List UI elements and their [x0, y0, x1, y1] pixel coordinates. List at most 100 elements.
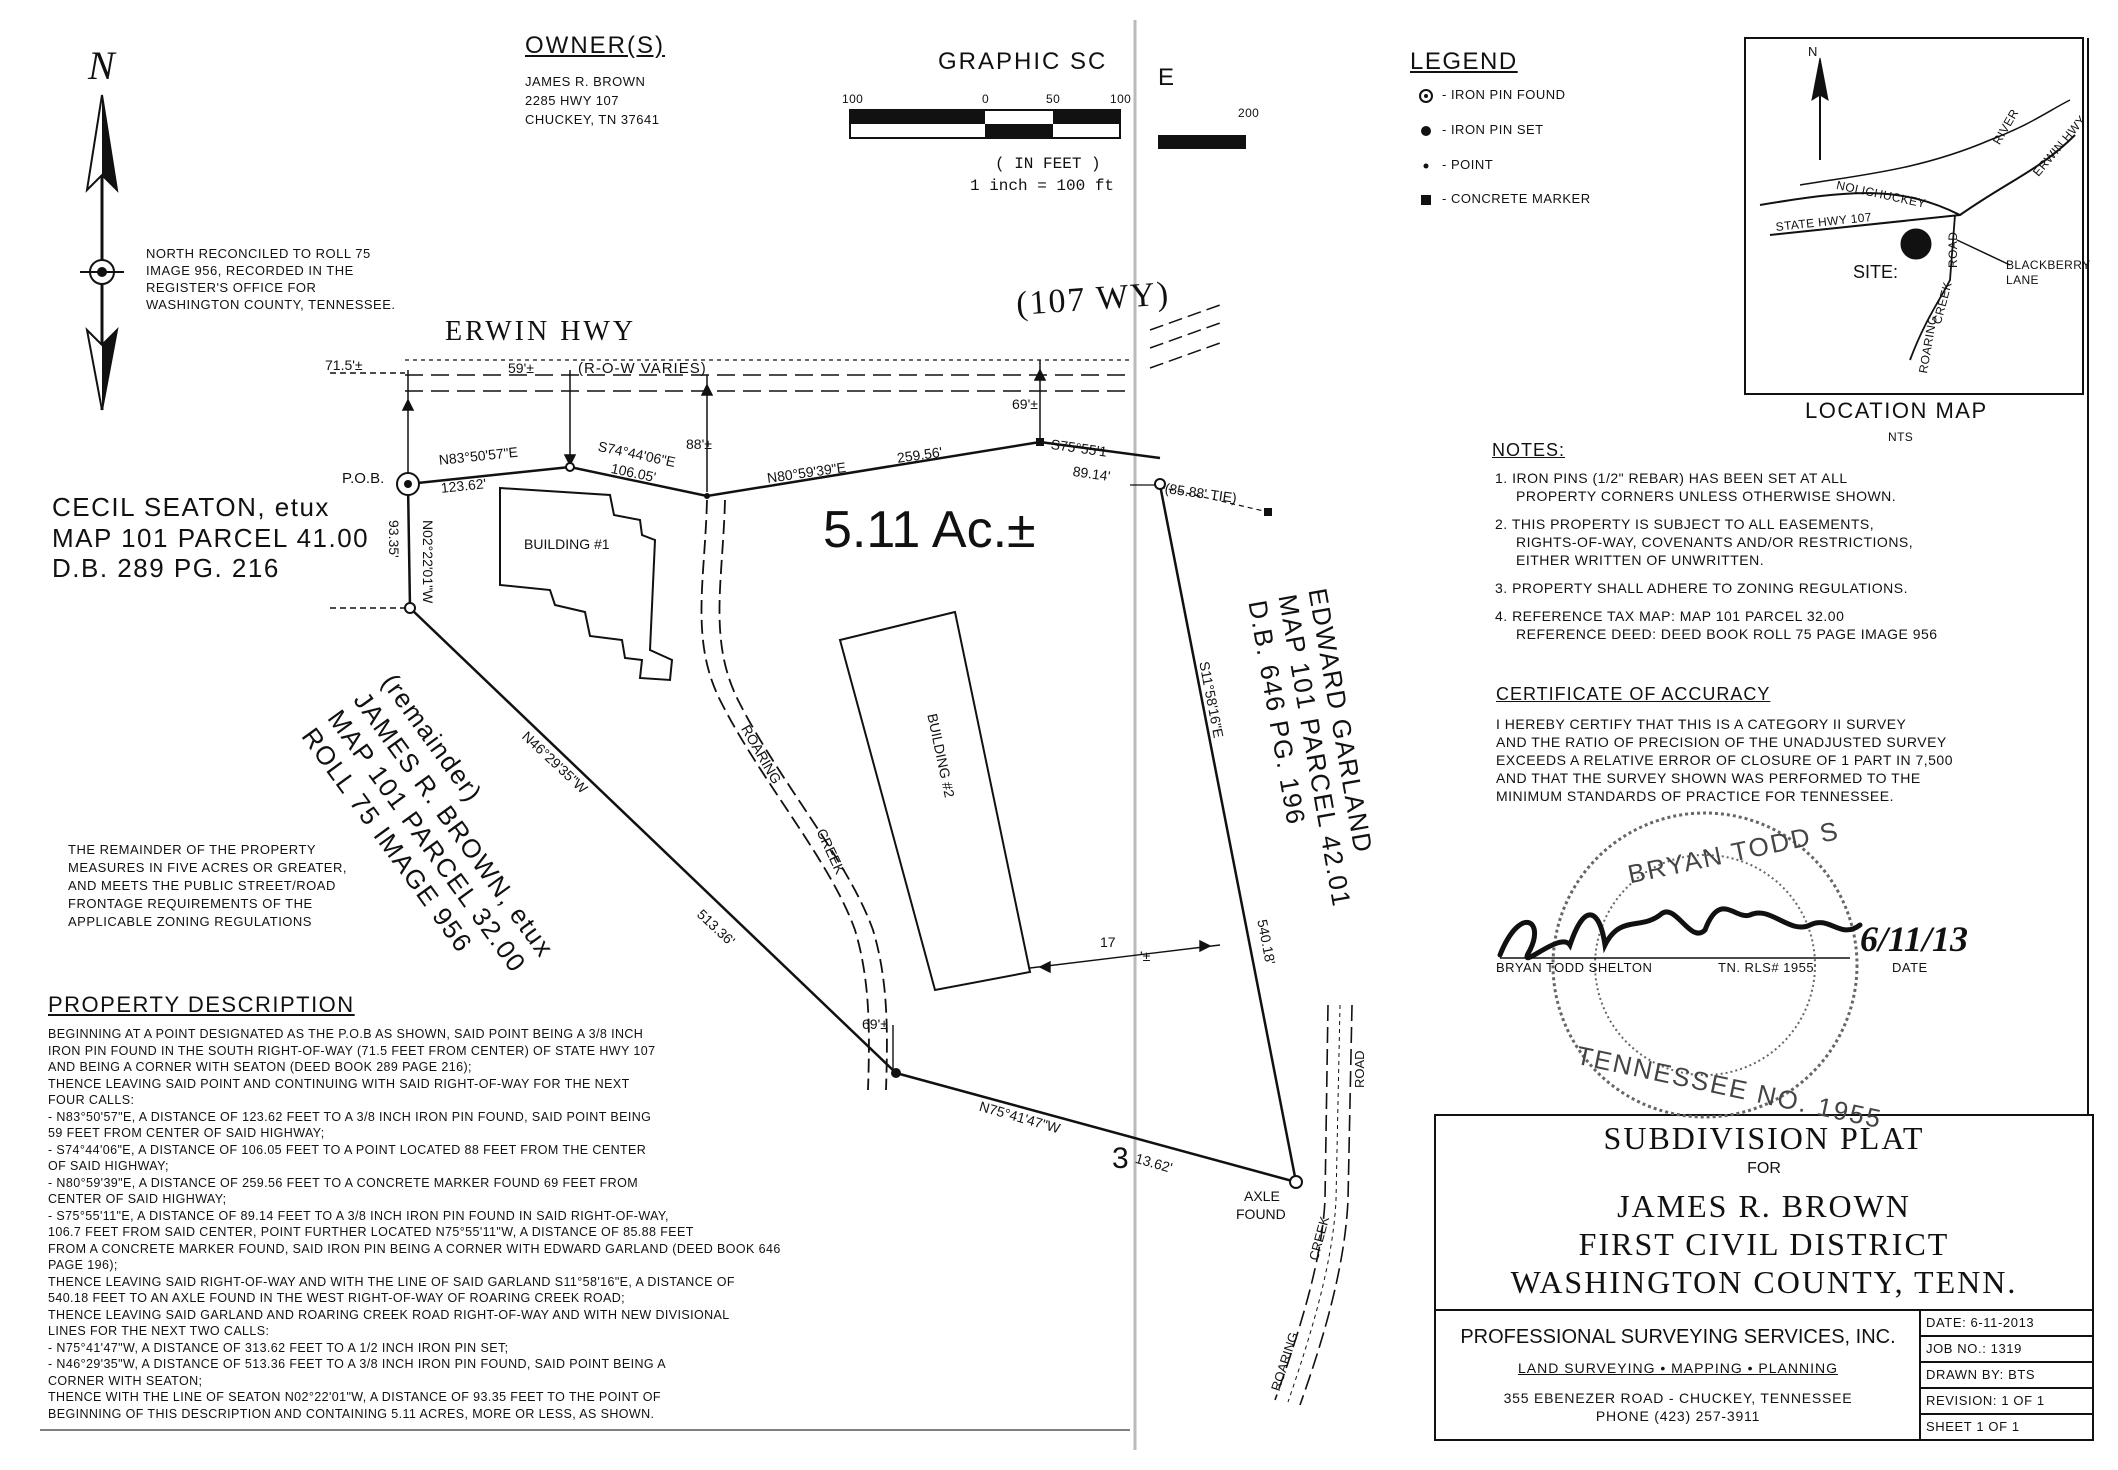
building-offset-left: 17 — [1100, 934, 1116, 950]
description-line: - N80°59'39"E, A DISTANCE OF 259.56 FEET… — [48, 1175, 639, 1190]
company-services: LAND SURVEYING • MAPPING • PLANNING — [1518, 1360, 1838, 1376]
note-4b: REFERENCE DEED: DEED BOOK ROLL 75 PAGE I… — [1516, 626, 1938, 642]
remainder-note-line3: AND MEETS THE PUBLIC STREET/ROAD — [68, 878, 336, 893]
distance-93: 93.35' — [386, 520, 402, 558]
description-line: PAGE 196); — [48, 1258, 118, 1272]
north-note-line1: NORTH RECONCILED TO ROLL 75 — [146, 246, 371, 261]
description-line: THENCE LEAVING SAID GARLAND AND ROARING … — [48, 1307, 730, 1322]
cecil-seaton-line2: MAP 101 PARCEL 41.00 — [52, 523, 370, 553]
certificate-line2: AND THE RATIO OF PRECISION OF THE UNADJU… — [1496, 734, 1947, 750]
certificate-line1: I HEREBY CERTIFY THAT THIS IS A CATEGORY… — [1496, 716, 1907, 732]
certificate-line5: MINIMUM STANDARDS OF PRACTICE FOR TENNES… — [1496, 788, 1894, 804]
description-line: CENTER OF SAID HIGHWAY; — [48, 1192, 227, 1206]
bearing-n02: N02°22'01"W — [420, 520, 436, 604]
signature-icon — [1497, 906, 1863, 960]
remainder-note-line5: APPLICABLE ZONING REGULATIONS — [68, 914, 312, 929]
description-line: - N83°50'57"E, A DISTANCE OF 123.62 FEET… — [48, 1109, 652, 1124]
remainder-note-line1: THE REMAINDER OF THE PROPERTY — [68, 842, 317, 857]
description-line: IRON PIN FOUND IN THE SOUTH RIGHT-OF-WAY… — [48, 1043, 656, 1058]
description-line: BEGINNING AT A POINT DESIGNATED AS THE P… — [48, 1027, 644, 1041]
pob-label: P.O.B. — [342, 470, 385, 487]
company-address: 355 EBENEZER ROAD - CHUCKEY, TENNESSEE — [1503, 1390, 1853, 1406]
signature-date: 6/11/13 — [1860, 919, 1969, 959]
offset-88: 88'± — [686, 436, 712, 452]
location-map-north: N — [1808, 44, 1818, 59]
offset-59: 59'± — [508, 360, 534, 376]
remainder-note-line2: MEASURES IN FIVE ACRES OR GREATER, — [68, 860, 347, 875]
description-line: AND BEING A CORNER WITH SEATON (DEED BOO… — [48, 1060, 472, 1074]
acreage-label: 5.11 Ac.± — [823, 501, 1036, 559]
title-block-client: JAMES R. BROWN — [1617, 1188, 1911, 1224]
location-map-title: LOCATION MAP — [1805, 398, 1988, 423]
north-arrow-label: N — [88, 43, 115, 88]
distance-313-prefix: 3 — [1112, 1142, 1129, 1175]
north-note-line2: IMAGE 956, RECORDED IN THE — [146, 263, 354, 278]
description-line: - N75°41'47"W, A DISTANCE OF 313.62 FEET… — [48, 1340, 509, 1355]
north-note-line3: REGISTER'S OFFICE FOR — [146, 280, 317, 295]
location-map-lane: LANE — [2006, 273, 2039, 287]
signature-date-label: DATE — [1892, 960, 1928, 975]
scale-tick-50: 50 — [1046, 92, 1061, 106]
description-line: 540.18 FEET TO AN AXLE FOUND IN THE WEST… — [48, 1291, 626, 1305]
title-block-sheet: SHEET 1 OF 1 — [1926, 1419, 2020, 1434]
graphic-scale-title: GRAPHIC SC — [938, 48, 1108, 75]
building-offset-right: '± — [1140, 948, 1151, 964]
description-line: 59 FEET FROM CENTER OF SAID HIGHWAY; — [48, 1126, 325, 1140]
owner-address: 2285 HWY 107 — [525, 93, 619, 108]
owners-heading: OWNER(S) — [525, 32, 665, 59]
note-3: 3. PROPERTY SHALL ADHERE TO ZONING REGUL… — [1495, 580, 1909, 596]
north-note-line4: WASHINGTON COUNTY, TENNESSEE. — [146, 297, 396, 312]
note-1a: 1. IRON PINS (1/2" REBAR) HAS BEEN SET A… — [1495, 470, 1848, 486]
title-block-for: FOR — [1747, 1160, 1781, 1177]
road-road-label: ROAD — [1352, 1050, 1367, 1088]
description-line: FROM A CONCRETE MARKER FOUND, SAID IRON … — [48, 1241, 781, 1256]
axle-label: AXLE — [1244, 1188, 1280, 1204]
legend-concrete-marker: - CONCRETE MARKER — [1442, 191, 1591, 206]
title-block-district: FIRST CIVIL DISTRICT — [1578, 1226, 1950, 1262]
note-1b: PROPERTY CORNERS UNLESS OTHERWISE SHOWN. — [1516, 488, 1897, 504]
title-block-title: SUBDIVISION PLAT — [1603, 1120, 1925, 1156]
remainder-note-line4: FRONTAGE REQUIREMENTS OF THE — [68, 896, 313, 911]
company-name: PROFESSIONAL SURVEYING SERVICES, INC. — [1460, 1326, 1896, 1348]
surveyor-rls: TN. RLS# 1955 — [1718, 960, 1815, 975]
note-4a: 4. REFERENCE TAX MAP: MAP 101 PARCEL 32.… — [1495, 608, 1845, 624]
description-line: BEGINNING OF THIS DESCRIPTION AND CONTAI… — [48, 1406, 655, 1421]
certificate-heading: CERTIFICATE OF ACCURACY — [1496, 684, 1771, 704]
building-1-outline — [499, 486, 674, 682]
scale-tick-200: 200 — [1238, 106, 1260, 120]
title-block-frame — [1434, 38, 2094, 1441]
note-2b: RIGHTS-OF-WAY, COVENANTS AND/OR RESTRICT… — [1516, 534, 1914, 550]
erwin-hwy-label: ERWIN HWY — [445, 316, 637, 347]
description-line: - N46°29'35"W, A DISTANCE OF 513.36 FEET… — [48, 1357, 666, 1371]
corner-markers — [396, 438, 1303, 1189]
title-block-revision: REVISION: 1 OF 1 — [1926, 1393, 2045, 1408]
location-map-site: SITE: — [1853, 262, 1899, 282]
owner-name: JAMES R. BROWN — [525, 74, 646, 89]
note-2a: 2. THIS PROPERTY IS SUBJECT TO ALL EASEM… — [1495, 516, 1875, 532]
property-description-body: BEGINNING AT A POINT DESIGNATED AS THE P… — [48, 1026, 781, 1422]
surveyor-name: BRYAN TODD SHELTON — [1496, 960, 1653, 975]
location-map-scale: NTS — [1888, 430, 1914, 444]
description-line: LINES FOR THE NEXT TWO CALLS: — [48, 1324, 270, 1338]
title-block-date: DATE: 6-11-2013 — [1926, 1315, 2035, 1330]
notes-heading: NOTES: — [1492, 440, 1566, 460]
location-map-drawing — [1744, 37, 2084, 395]
description-line: CORNER WITH SEATON; — [48, 1373, 203, 1388]
description-line: - S75°55'11"E, A DISTANCE OF 89.14 FEET … — [48, 1208, 669, 1223]
description-line: THENCE LEAVING SAID RIGHT-OF-WAY AND WIT… — [48, 1274, 735, 1289]
offset-69-bottom: 69'± — [862, 1016, 888, 1032]
description-line: OF SAID HIGHWAY; — [48, 1159, 169, 1173]
row-varies-label: (R-O-W VARIES) — [578, 360, 707, 377]
legend-iron-pin-set: - IRON PIN SET — [1442, 122, 1544, 137]
scale-tick-0: 0 — [982, 92, 990, 106]
scale-tick-100: 100 — [1110, 92, 1132, 106]
offset-71-5: 71.5'± — [325, 357, 363, 373]
property-description-heading: PROPERTY DESCRIPTION — [48, 992, 355, 1017]
cecil-seaton-line3: D.B. 289 PG. 216 — [52, 553, 280, 583]
scale-unit: ( IN FEET ) — [995, 155, 1101, 173]
graphic-scale-title-end: E — [1158, 64, 1175, 91]
title-block-drawn-by: DRAWN BY: BTS — [1926, 1367, 2036, 1382]
scale-ratio: 1 inch = 100 ft — [970, 177, 1115, 195]
certificate-line3: EXCEEDS A RELATIVE ERROR OF CLOSURE OF 1… — [1496, 752, 1953, 768]
